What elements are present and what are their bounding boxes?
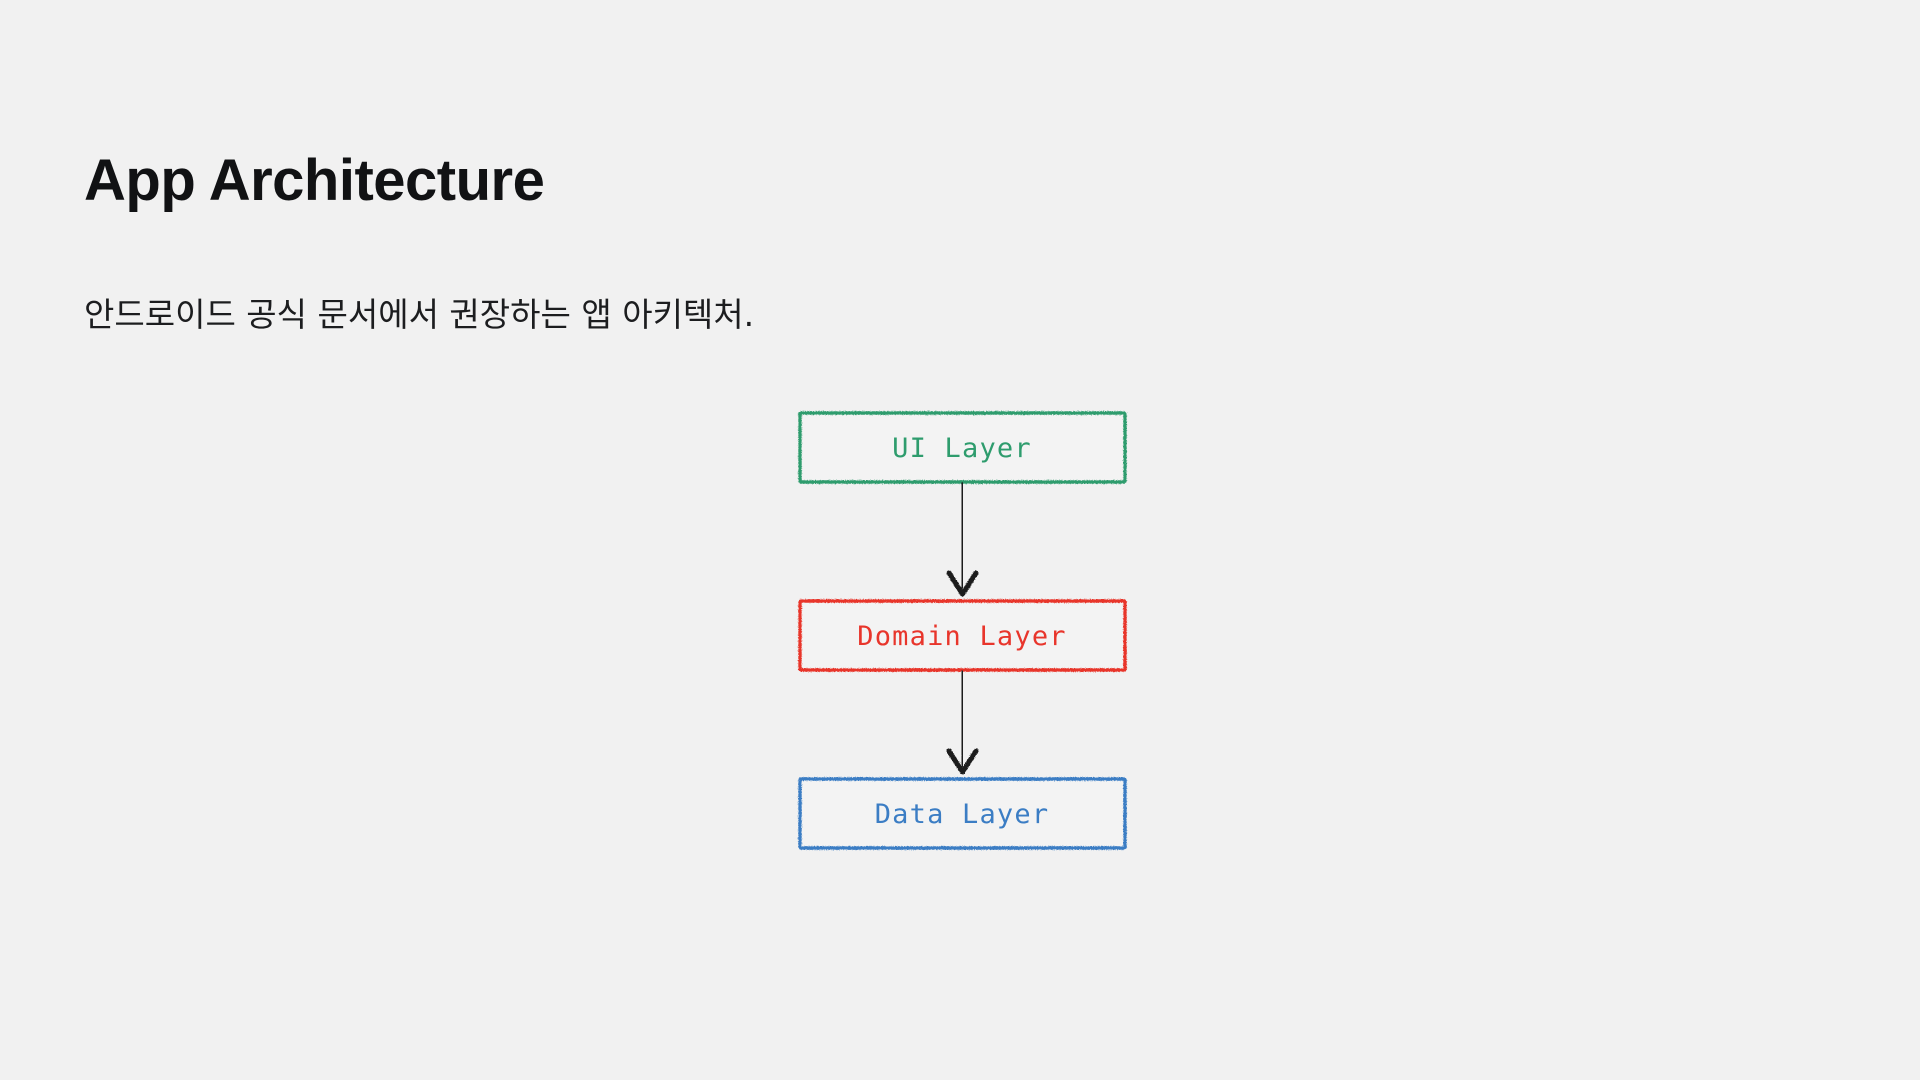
architecture-diagram: UI Layer Domain Layer Data Layer bbox=[780, 395, 1150, 865]
data-layer-label: Data Layer bbox=[875, 799, 1050, 830]
diagram-node-ui-layer[interactable]: UI Layer bbox=[798, 411, 1127, 484]
arrow-shaft bbox=[960, 670, 965, 767]
ui-layer-label: UI Layer bbox=[892, 433, 1032, 464]
page-title: App Architecture bbox=[84, 147, 545, 213]
arrow-domain-to-data bbox=[946, 670, 979, 775]
domain-layer-box bbox=[798, 599, 1127, 672]
diagram-node-domain-layer[interactable]: Domain Layer bbox=[798, 599, 1127, 672]
arrow-ui-to-domain bbox=[946, 482, 979, 597]
arrowhead-down-icon bbox=[946, 570, 979, 597]
arrow-shaft bbox=[960, 482, 965, 589]
data-layer-box bbox=[798, 777, 1127, 850]
ui-layer-box bbox=[798, 411, 1127, 484]
diagram-node-data-layer[interactable]: Data Layer bbox=[798, 777, 1127, 850]
domain-layer-label: Domain Layer bbox=[857, 621, 1066, 652]
arrowhead-down-icon bbox=[946, 748, 979, 775]
page-subtitle: 안드로이드 공식 문서에서 권장하는 앱 아키텍처. bbox=[84, 295, 755, 334]
